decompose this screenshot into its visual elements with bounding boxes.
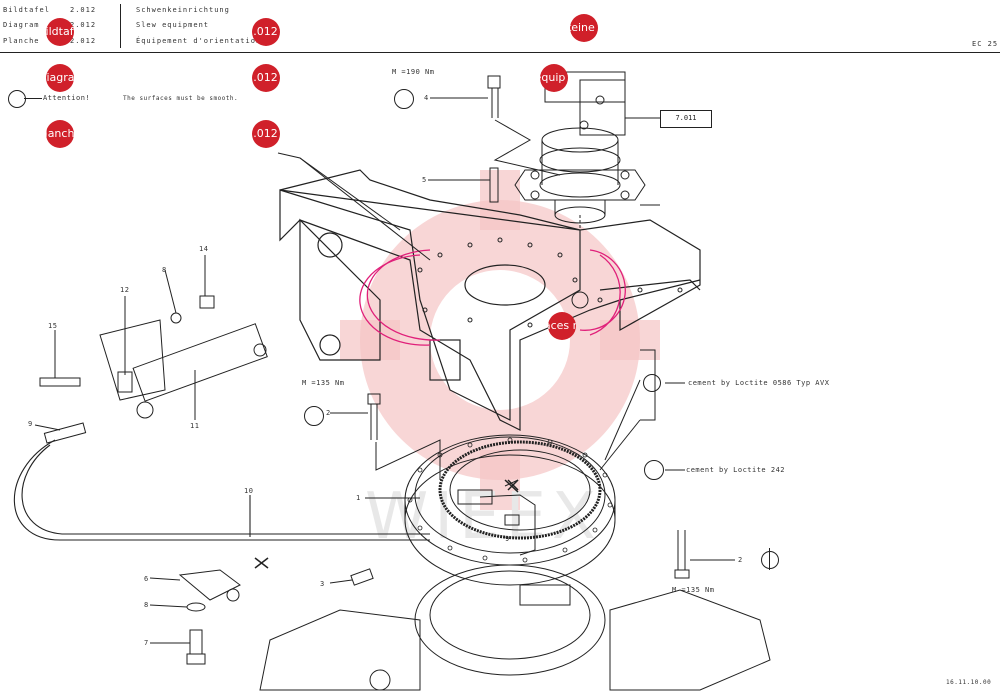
callout-2-upper: 2: [326, 409, 331, 417]
slew-motor: [514, 71, 646, 290]
pin-5: [428, 167, 499, 203]
marker-2[interactable]: 2.012: [252, 18, 280, 46]
note-circle-icon-5: [761, 551, 779, 569]
header-model: EC 25: [972, 40, 999, 48]
callout-7: 7: [144, 639, 149, 647]
marker-1[interactable]: Bildtafel: [46, 18, 74, 46]
header-title-fr: Équipement d'orientation: [136, 37, 262, 45]
header-label-en: Diagram: [3, 21, 40, 29]
torque-note-2: M =135 Nm: [302, 379, 345, 387]
marker-3[interactable]: keine: [570, 14, 598, 42]
bracket-6: [149, 557, 269, 665]
grease-hose: [13, 439, 430, 541]
upper-frame: [279, 169, 701, 431]
surfaces-note: The surfaces must be smooth.: [123, 95, 239, 102]
callout-1: 1: [356, 494, 361, 502]
callout-3: 3: [320, 580, 325, 588]
attention-leader: [24, 98, 42, 99]
callout-2-lower: 2: [738, 556, 743, 564]
header-divider-vertical: [120, 4, 121, 48]
callout-6: 6: [144, 575, 149, 583]
callout-8: 8: [162, 266, 167, 274]
header-divider-horizontal: [0, 52, 1000, 53]
grease-distributor: [34, 255, 268, 444]
loctite-242-note: cement by Loctite 242: [686, 466, 786, 474]
header-title-en: Slew equipment: [136, 21, 210, 29]
header-label-fr: Planche: [3, 37, 40, 45]
grease-fitting-ring: [457, 479, 536, 556]
marker-5[interactable]: 2.012: [252, 64, 280, 92]
header-label-de: Bildtafel: [3, 6, 50, 14]
marker-7[interactable]: Planche: [46, 120, 74, 148]
cross-mark-icon: [507, 479, 519, 491]
slew-ring: [404, 434, 616, 586]
ref-box-7011: 7.011: [660, 110, 712, 128]
attention-circle-icon: [8, 90, 26, 108]
callout-9b: 9: [505, 535, 510, 543]
footer-date: 16.11.10.00: [946, 679, 992, 686]
callout-10: 10: [244, 487, 254, 495]
marker-4[interactable]: Diagram: [46, 64, 74, 92]
header-title-de: Schwenkeinrichtung: [136, 6, 230, 14]
loctite-symbol-icon-1: [394, 89, 414, 109]
header-code-de: 2.012: [70, 6, 97, 14]
loctite-586-note: cement by Loctite 0586 Typ AVX: [688, 379, 830, 387]
header-code-fr: 2.012: [70, 37, 97, 45]
callout-5: 5: [422, 176, 427, 184]
note-circle-icon-2: [304, 406, 324, 426]
callout-11: 11: [190, 422, 200, 430]
note-circle-icon-4: [644, 460, 664, 480]
bolt-4: [430, 75, 561, 176]
marker-8[interactable]: 2.012: [252, 120, 280, 148]
marker-9[interactable]: faces must be smooth: [548, 312, 576, 340]
frame-holes: [417, 237, 683, 328]
callout-9: 9: [28, 420, 33, 428]
slew-ring-holes: [407, 437, 613, 563]
lower-carbody: [259, 564, 771, 691]
bolt-2-upper: [330, 393, 441, 480]
torque-note-2b: M =135 Nm: [672, 586, 715, 594]
watermark-logo: [340, 170, 660, 510]
callout-15: 15: [48, 322, 58, 330]
note-circle-icon-3: [643, 374, 661, 392]
attention-text: Attention!: [43, 94, 91, 102]
callout-4: 4: [424, 94, 429, 102]
marker-6[interactable]: equip: [540, 64, 568, 92]
circle-divider: [769, 548, 770, 570]
callout-12: 12: [120, 286, 130, 294]
callout-14: 14: [199, 245, 209, 253]
header-code-en: 2.012: [70, 21, 97, 29]
bolt-3: [329, 568, 374, 586]
bolt-2-lower: [674, 530, 735, 579]
callout-8b: 8: [144, 601, 149, 609]
torque-note-4: M =190 Nm: [392, 68, 435, 76]
watermark-text: WIEEX: [365, 480, 602, 554]
